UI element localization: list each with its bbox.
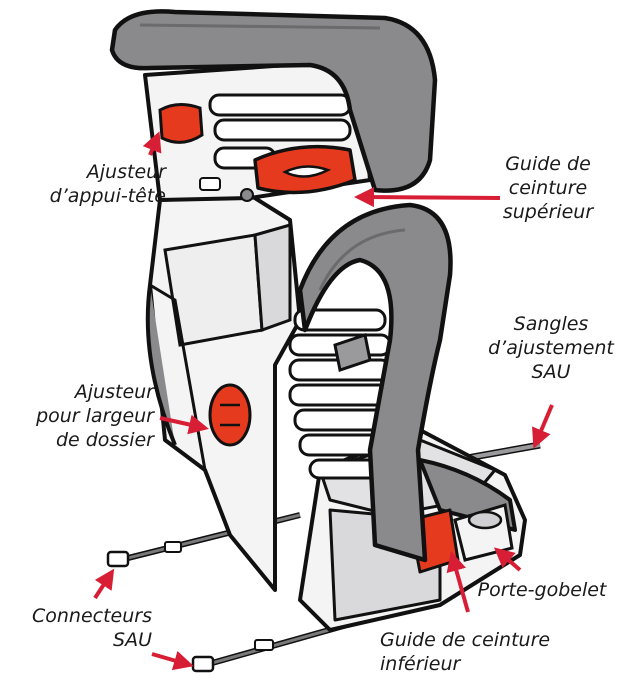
label-line: Connecteurs bbox=[0, 604, 152, 628]
label-line: Porte-gobelet bbox=[462, 578, 622, 602]
label-line: inférieur bbox=[380, 652, 612, 676]
label-line: Guide de bbox=[478, 152, 618, 176]
arrow-uas-connectors bbox=[95, 572, 112, 598]
label-headrest-adjuster: Ajusteur d’appui-tête bbox=[8, 160, 166, 208]
label-line: SAU bbox=[478, 360, 624, 384]
label-line: Ajusteur bbox=[2, 380, 154, 404]
label-line: d’appui-tête bbox=[8, 184, 166, 208]
label-line: Guide de ceinture bbox=[380, 628, 612, 652]
label-line: Ajusteur bbox=[8, 160, 166, 184]
label-back-width-adjuster: Ajusteur pour largeur de dossier bbox=[2, 380, 154, 452]
label-lower-belt-guide: Guide de ceinture inférieur bbox=[380, 628, 612, 676]
label-cup-holder: Porte-gobelet bbox=[462, 578, 622, 602]
label-uas-adjust-straps: Sangles d’ajustement SAU bbox=[478, 312, 624, 384]
arrow-uas-adjust-straps bbox=[535, 405, 552, 445]
arrow-uas-connectors-2 bbox=[152, 654, 190, 665]
label-line: supérieur bbox=[478, 200, 618, 224]
label-upper-belt-guide: Guide de ceinture supérieur bbox=[478, 152, 618, 224]
label-line: SAU bbox=[0, 628, 152, 652]
label-line: de dossier bbox=[2, 428, 154, 452]
label-uas-connectors: Connecteurs SAU bbox=[0, 604, 152, 652]
headrest-adjuster bbox=[160, 104, 202, 142]
label-line: pour largeur bbox=[2, 404, 154, 428]
label-line: ceinture bbox=[478, 176, 618, 200]
upper-belt-guide bbox=[255, 147, 355, 193]
label-line: d’ajustement bbox=[478, 336, 624, 360]
back-width-adjuster bbox=[210, 385, 250, 445]
label-line: Sangles bbox=[478, 312, 624, 336]
